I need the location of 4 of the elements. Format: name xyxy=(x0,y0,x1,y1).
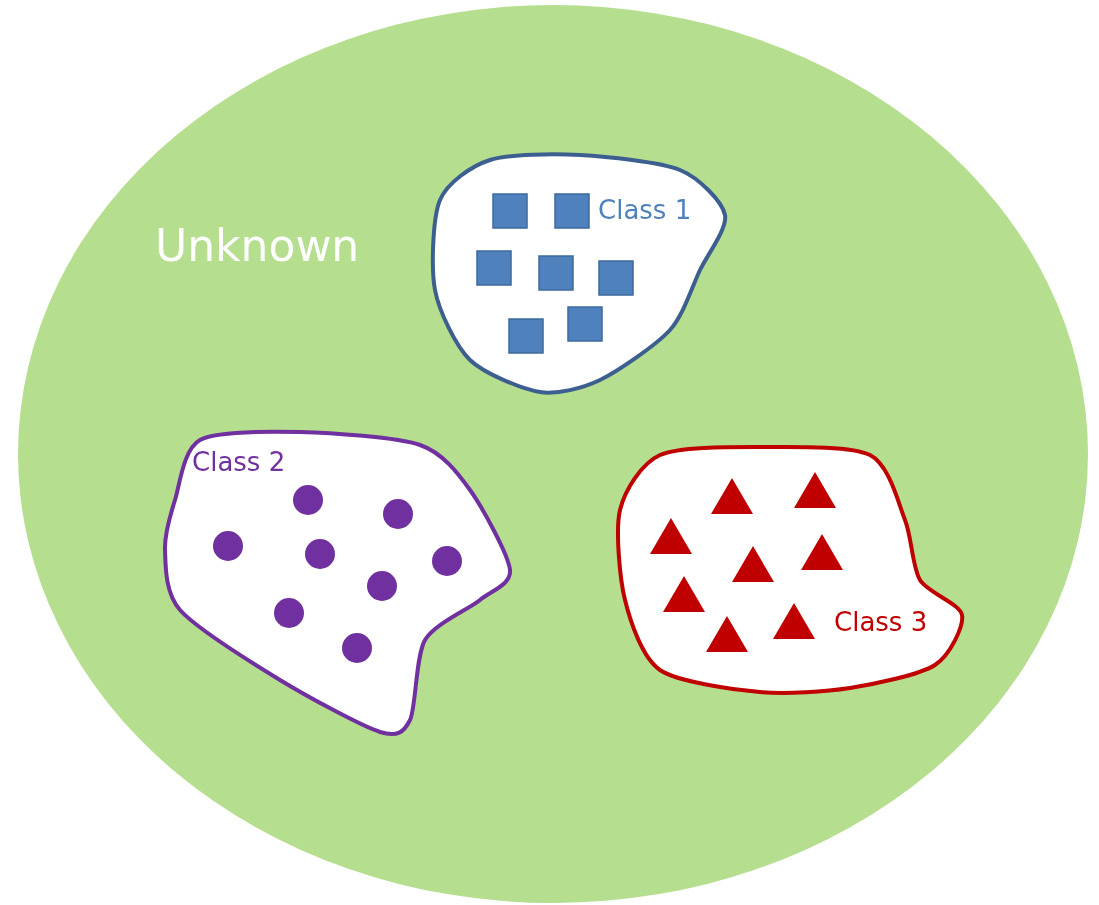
class-label: Class 3 xyxy=(834,608,928,637)
class-label: Class 2 xyxy=(192,448,286,477)
region-label: Unknown xyxy=(155,222,360,271)
class-label: Class 1 xyxy=(598,196,692,225)
